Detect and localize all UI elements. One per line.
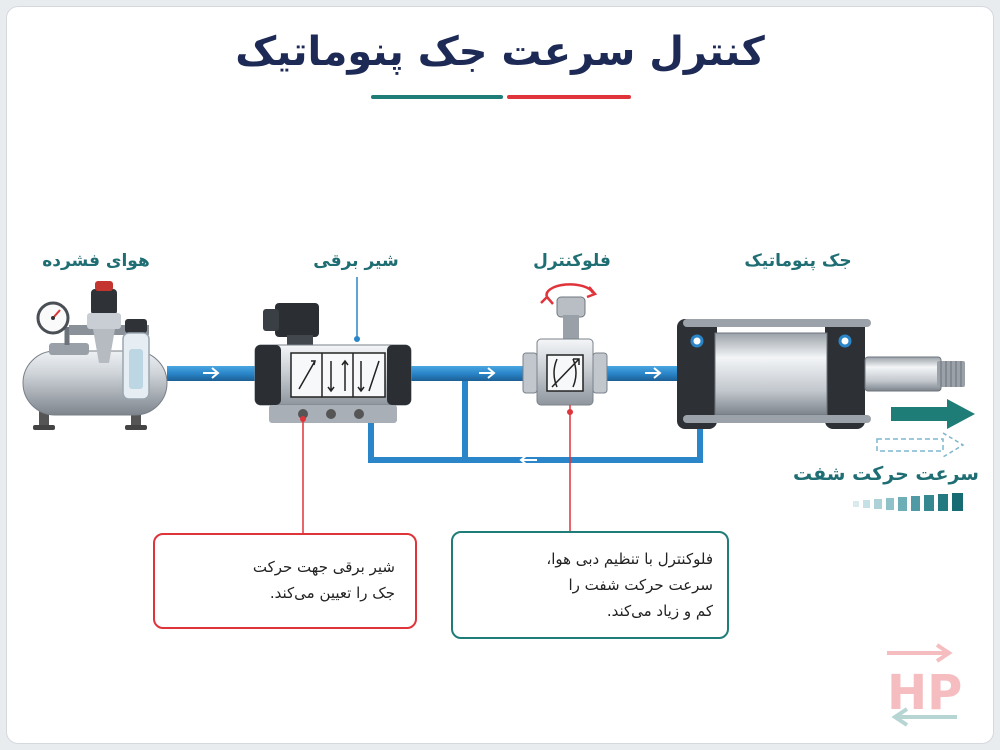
label-flow-control: فلوکنترل (533, 251, 611, 271)
valve-callout-connector (300, 416, 306, 533)
brand-logo: HP (887, 643, 962, 727)
return-line (368, 373, 703, 466)
diagram-frame: کنترل سرعت جک پنوماتیک (6, 6, 994, 744)
speed-scale-bar (853, 493, 963, 511)
label-solenoid-valve: شیر برقی (313, 251, 399, 271)
callout-flow-line3: کم و زیاد می‌کند. (606, 602, 713, 620)
logo-letters: HP (887, 665, 962, 721)
callout-flow-line2: سرعت حرکت شفت را (568, 576, 713, 594)
solenoid-valve (254, 277, 412, 423)
frl-unit (69, 281, 150, 400)
callout-flow-line1: فلوکنترل با تنظیم دبی هوا، (546, 550, 713, 568)
page-title: کنترل سرعت جک پنوماتیک (235, 29, 765, 75)
diagram-canvas: HP (22, 95, 975, 727)
shaft-speed-label: سرعت حرکت شفت (793, 463, 979, 485)
callout-solenoid-valve: شیر برقی جهت حرکت جک را تعیین می‌کند. (153, 533, 417, 629)
callout-valve-line1: شیر برقی جهت حرکت (252, 558, 395, 576)
pneumatic-cylinder (677, 319, 965, 429)
pressure-gauge-icon (36, 301, 70, 335)
label-compressed-air: هوای فشرده (42, 251, 150, 271)
title-underline (371, 95, 631, 99)
callout-flow-control: فلوکنترل با تنظیم دبی هوا، سرعت حرکت شفت… (451, 531, 729, 639)
shaft-direction-arrow (876, 399, 975, 458)
label-pneumatic-cylinder: جک پنوماتیک (744, 251, 852, 271)
air-pipe (167, 366, 677, 381)
callout-valve-line2: جک را تعیین می‌کند. (269, 584, 395, 602)
flow-control-valve (522, 283, 608, 531)
